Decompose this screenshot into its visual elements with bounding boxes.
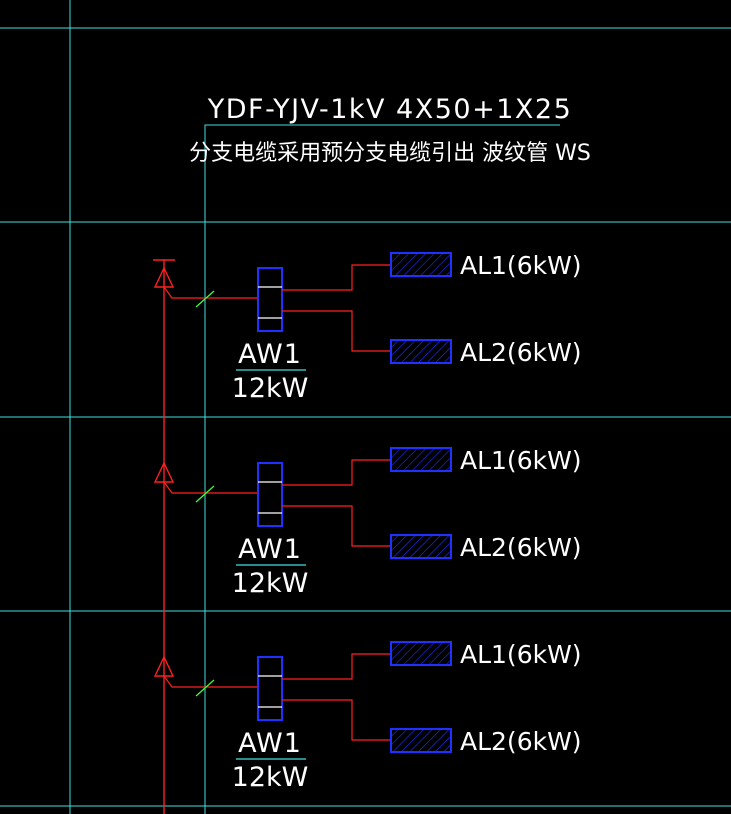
breaker-tick <box>195 679 215 697</box>
circuit-line-1 <box>282 653 391 680</box>
load-label-1: AL1(6kW) <box>460 251 582 280</box>
load-box-1 <box>390 447 452 472</box>
panel-name: AW1 <box>238 728 302 759</box>
load-box-1 <box>390 641 452 666</box>
circuit-line-1 <box>282 459 391 486</box>
panel-power: 12kW <box>232 568 309 599</box>
breaker-tick <box>195 485 215 503</box>
panel-name: AW1 <box>238 534 302 565</box>
circuit-line-2 <box>282 505 391 547</box>
feeder-line <box>163 286 258 299</box>
load-label-2: AL2(6kW) <box>460 338 582 367</box>
panel-name: AW1 <box>238 339 302 370</box>
breaker-tick <box>195 290 215 308</box>
cable-leader-line <box>204 124 560 814</box>
load-label-1: AL1(6kW) <box>460 446 582 475</box>
circuit-line-2 <box>282 699 391 741</box>
feeder-line <box>163 675 258 688</box>
panel-box <box>257 462 283 527</box>
load-box-2 <box>390 534 452 559</box>
panel-power: 12kW <box>232 373 309 404</box>
load-label-1: AL1(6kW) <box>460 640 582 669</box>
panel-box <box>257 656 283 721</box>
cable-spec-text: YDF-YJV-1kV 4X50+1X25 <box>207 94 573 125</box>
cable-leader <box>204 124 560 814</box>
load-label-2: AL2(6kW) <box>460 727 582 756</box>
load-box-2 <box>390 728 452 753</box>
load-box-1 <box>390 252 452 277</box>
load-label-2: AL2(6kW) <box>460 533 582 562</box>
panel-box <box>257 267 283 332</box>
circuit-line-1 <box>282 264 391 291</box>
main-riser <box>153 259 175 814</box>
panel-power: 12kW <box>232 762 309 793</box>
floor-branches: AL1(6kW)AL2(6kW)AW112kWAL1(6kW)AL2(6kW)A… <box>153 251 582 793</box>
circuit-line-2 <box>282 310 391 352</box>
feeder-line <box>163 481 258 494</box>
load-box-2 <box>390 339 452 364</box>
cable-note-text: 分支电缆采用预分支电缆引出 波纹管 WS <box>189 141 591 166</box>
